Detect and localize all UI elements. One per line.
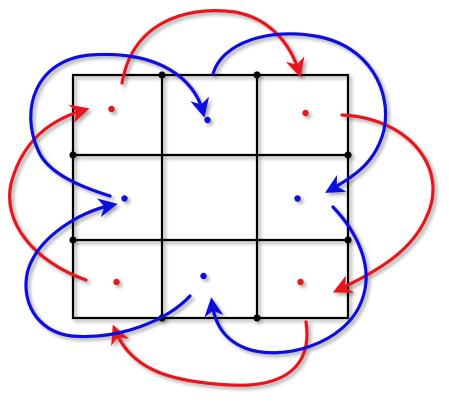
grid-junction-dot	[69, 151, 77, 159]
cell-dot-blue-r1c2	[294, 195, 301, 202]
grid-junction-dot	[344, 151, 352, 159]
grid	[69, 71, 352, 322]
cell-dot-red-r2c0	[113, 278, 120, 286]
arrow-red-left	[8, 104, 90, 282]
arrow-red-right	[332, 113, 435, 293]
cell-dot-blue-r0c1	[204, 116, 211, 124]
arrow-blue-top-right	[211, 32, 388, 193]
cell-dot-blue-r2c1	[200, 272, 207, 280]
arrow-blue-bottom-left	[24, 198, 192, 339]
grid-junction-dot	[253, 71, 261, 79]
arrow-blue-bottom-right	[204, 205, 368, 355]
grid-junction-dot	[253, 314, 261, 322]
cell-dot-blue-r1c0	[121, 195, 128, 202]
cell-dot-red-r2c2	[297, 278, 304, 286]
grid-junction-dot	[344, 236, 352, 244]
cell-dot-red-r0c0	[108, 105, 115, 113]
grid-junction-dot	[158, 71, 166, 79]
grid-junction-dot	[69, 236, 77, 244]
arrow-red-bottom	[111, 320, 309, 387]
arrow-blue-top-left	[29, 52, 210, 198]
arrow-red-top	[120, 9, 305, 85]
grid-border	[71, 73, 350, 320]
dots	[108, 105, 309, 286]
cell-dot-red-r0c2	[302, 109, 309, 117]
arrows	[8, 9, 435, 387]
